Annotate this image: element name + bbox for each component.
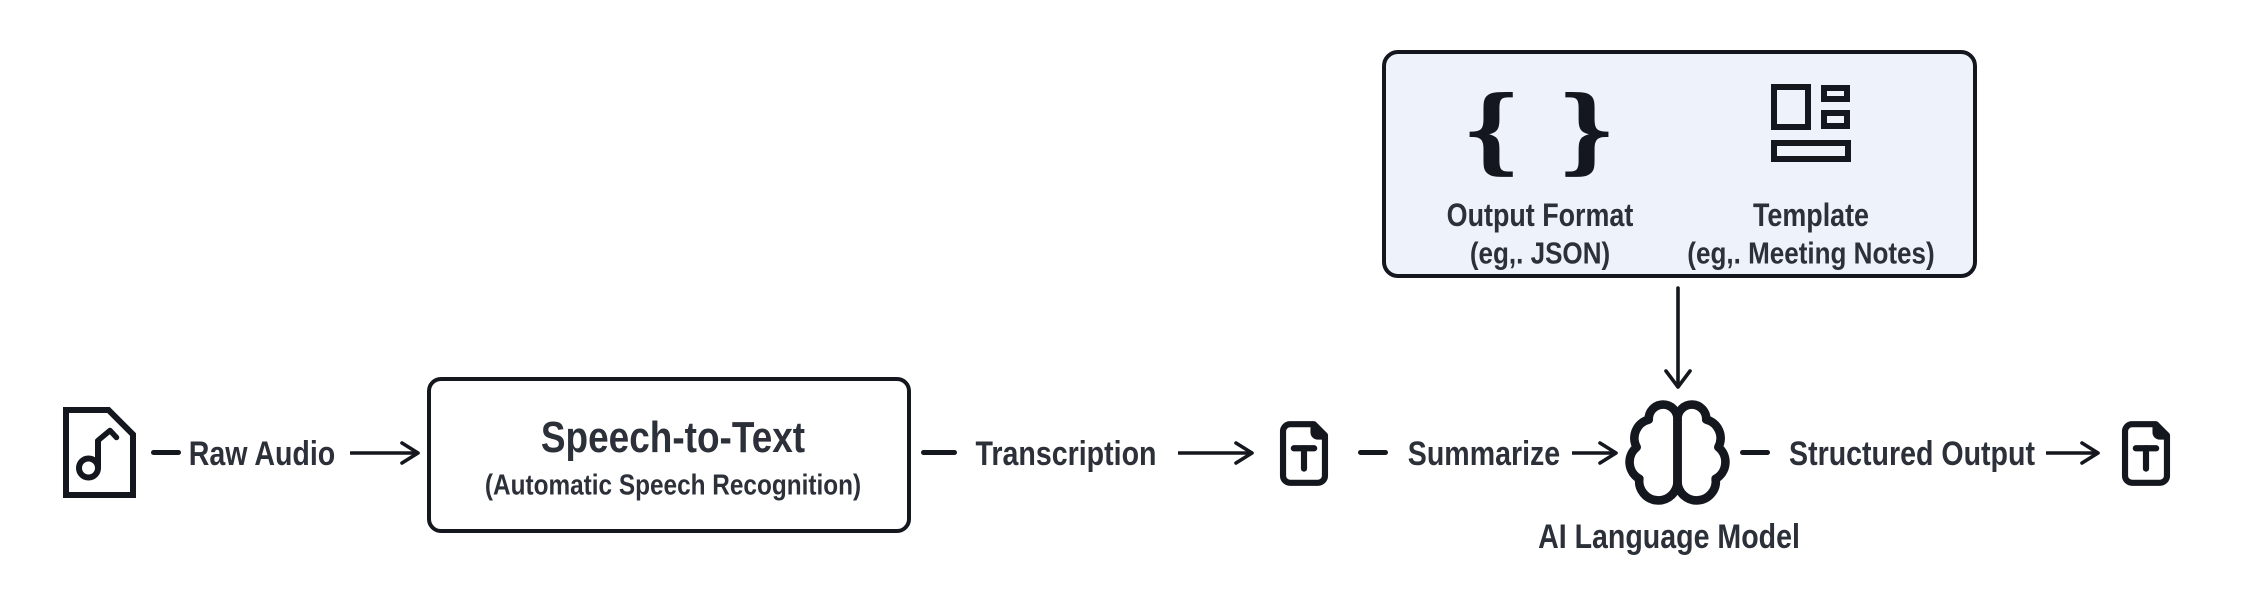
stt-title: Speech-to-Text xyxy=(540,413,806,462)
audio-file-icon xyxy=(63,407,136,498)
connector-dash xyxy=(1358,450,1388,455)
output-format-subtitle: (eg,. JSON) xyxy=(1469,235,1611,271)
arrow-right-icon xyxy=(1572,440,1620,466)
config-panel: { } Output Format (eg,. JSON) Template (… xyxy=(1382,50,1977,278)
text-file-icon xyxy=(1267,407,1341,500)
edge-label-summarize: Summarize xyxy=(1407,435,1561,473)
speech-to-text-box: Speech-to-Text (Automatic Speech Recogni… xyxy=(427,377,911,533)
connector-dash xyxy=(921,450,957,455)
edge-label-structured-output: Structured Output xyxy=(1789,435,2035,473)
stt-subtitle: (Automatic Speech Recognition) xyxy=(484,469,862,502)
connector-dash xyxy=(1740,450,1770,455)
curly-braces-icon: { } xyxy=(1461,76,1619,184)
arrow-right-icon xyxy=(1178,440,1256,466)
arrow-right-icon xyxy=(2046,440,2102,466)
connector-dash xyxy=(151,450,181,455)
output-format-title: Output Format xyxy=(1446,197,1634,233)
edge-label-transcription: Transcription xyxy=(975,435,1157,473)
text-file-icon xyxy=(2109,407,2183,500)
edge-label-raw-audio: Raw Audio xyxy=(188,435,336,473)
layout-template-icon xyxy=(1771,84,1851,162)
arrow-down-icon xyxy=(1662,286,1694,392)
template-subtitle: (eg,. Meeting Notes) xyxy=(1687,235,1935,271)
brain-icon xyxy=(1620,395,1735,510)
llm-label: AI Language Model xyxy=(1538,518,1800,556)
template-title: Template xyxy=(1752,197,1870,233)
arrow-right-icon xyxy=(350,440,422,466)
